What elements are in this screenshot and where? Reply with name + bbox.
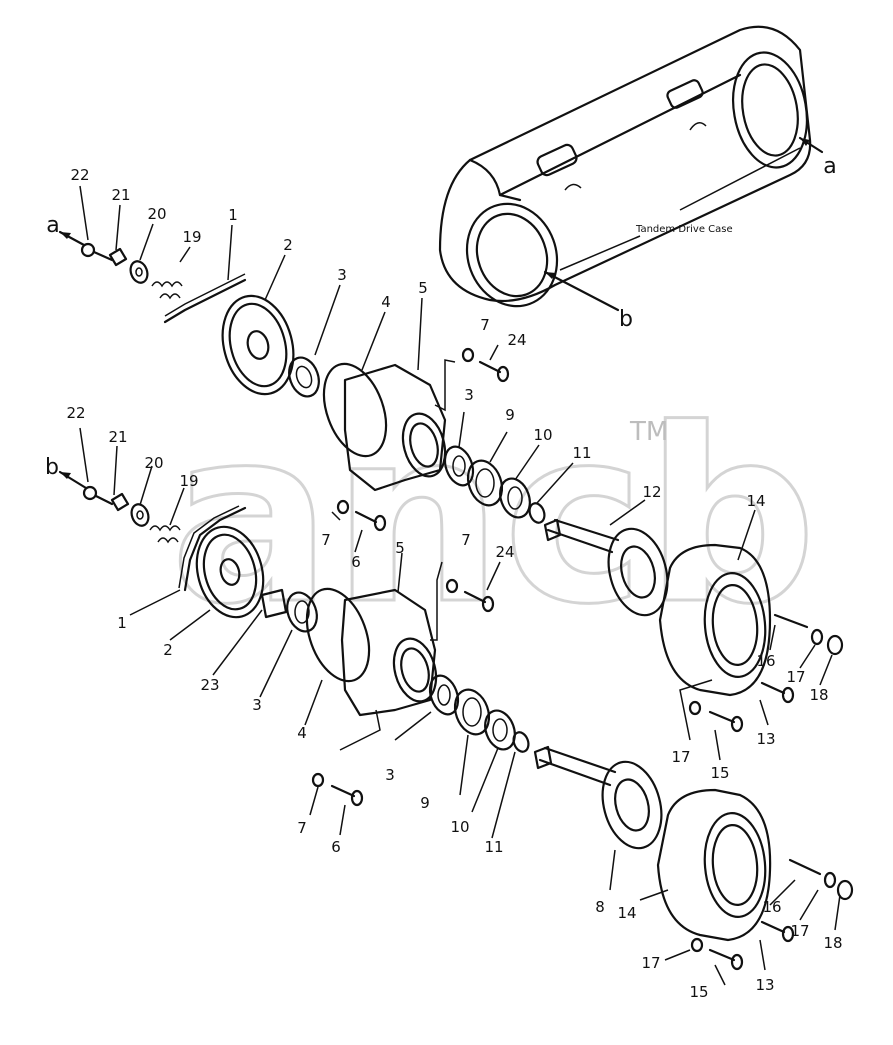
- watermark-text: ancb: [170, 377, 817, 657]
- callouts: 22 21 20 19 1 2 3 4 5 7 24 3 9 10 11 12 …: [66, 166, 842, 1001]
- watermark: ancb TM: [169, 376, 819, 659]
- callout-7: 7: [297, 819, 307, 837]
- callout-17: 17: [641, 954, 660, 972]
- callout-15: 15: [689, 983, 708, 1001]
- callout-11: 11: [572, 444, 591, 462]
- callout-1: 1: [228, 206, 238, 224]
- watermark-trademark: TM: [629, 417, 668, 447]
- leader-lines: [79, 185, 841, 986]
- view-marker-b-case: b: [619, 307, 633, 332]
- callout-24: 24: [507, 331, 526, 349]
- callout-5: 5: [418, 279, 428, 297]
- callout-3: 3: [385, 766, 395, 784]
- callout-14: 14: [746, 492, 765, 510]
- callout-16: 16: [762, 898, 781, 916]
- callout-23: 23: [200, 676, 219, 694]
- callout-11: 11: [484, 838, 503, 856]
- callout-8: 8: [595, 898, 605, 916]
- callout-21: 21: [108, 428, 127, 446]
- case-label: Tandem Drive Case: [635, 224, 733, 235]
- callout-2: 2: [163, 641, 173, 659]
- callout-3: 3: [252, 696, 262, 714]
- callout-6: 6: [351, 553, 361, 571]
- callout-17: 17: [790, 922, 809, 940]
- callout-20: 20: [144, 454, 163, 472]
- callout-21: 21: [111, 186, 130, 204]
- upper-assembly: [58, 230, 844, 733]
- callout-15: 15: [710, 764, 729, 782]
- callout-1: 1: [117, 614, 127, 632]
- callout-24: 24: [495, 543, 514, 561]
- callout-3: 3: [337, 266, 347, 284]
- callout-14: 14: [617, 904, 636, 922]
- callout-9: 9: [420, 794, 430, 812]
- callout-13: 13: [756, 730, 775, 748]
- callout-3: 3: [464, 386, 474, 404]
- callout-7: 7: [321, 531, 331, 549]
- callout-10: 10: [533, 426, 552, 444]
- callout-20: 20: [147, 205, 166, 223]
- callout-7: 7: [461, 531, 471, 549]
- view-marker-a: a: [46, 213, 59, 238]
- view-marker-a-case: a: [823, 154, 836, 179]
- callout-12: 12: [642, 483, 661, 501]
- callout-10: 10: [450, 818, 469, 836]
- callout-17: 17: [671, 748, 690, 766]
- callout-16: 16: [756, 652, 775, 670]
- callout-18: 18: [809, 686, 828, 704]
- callout-17: 17: [786, 668, 805, 686]
- tandem-drive-case: [438, 25, 824, 312]
- callout-19: 19: [179, 472, 198, 490]
- lower-assembly: [58, 470, 854, 971]
- callout-2: 2: [283, 236, 293, 254]
- callout-19: 19: [182, 228, 201, 246]
- callout-6: 6: [331, 838, 341, 856]
- callout-9: 9: [505, 406, 515, 424]
- callout-5: 5: [395, 539, 405, 557]
- callout-22: 22: [70, 166, 89, 184]
- view-marker-b: b: [45, 455, 59, 480]
- callout-4: 4: [297, 724, 307, 742]
- callout-18: 18: [823, 934, 842, 952]
- callout-4: 4: [381, 293, 391, 311]
- callout-13: 13: [755, 976, 774, 994]
- callout-7: 7: [480, 316, 490, 334]
- callout-22: 22: [66, 404, 85, 422]
